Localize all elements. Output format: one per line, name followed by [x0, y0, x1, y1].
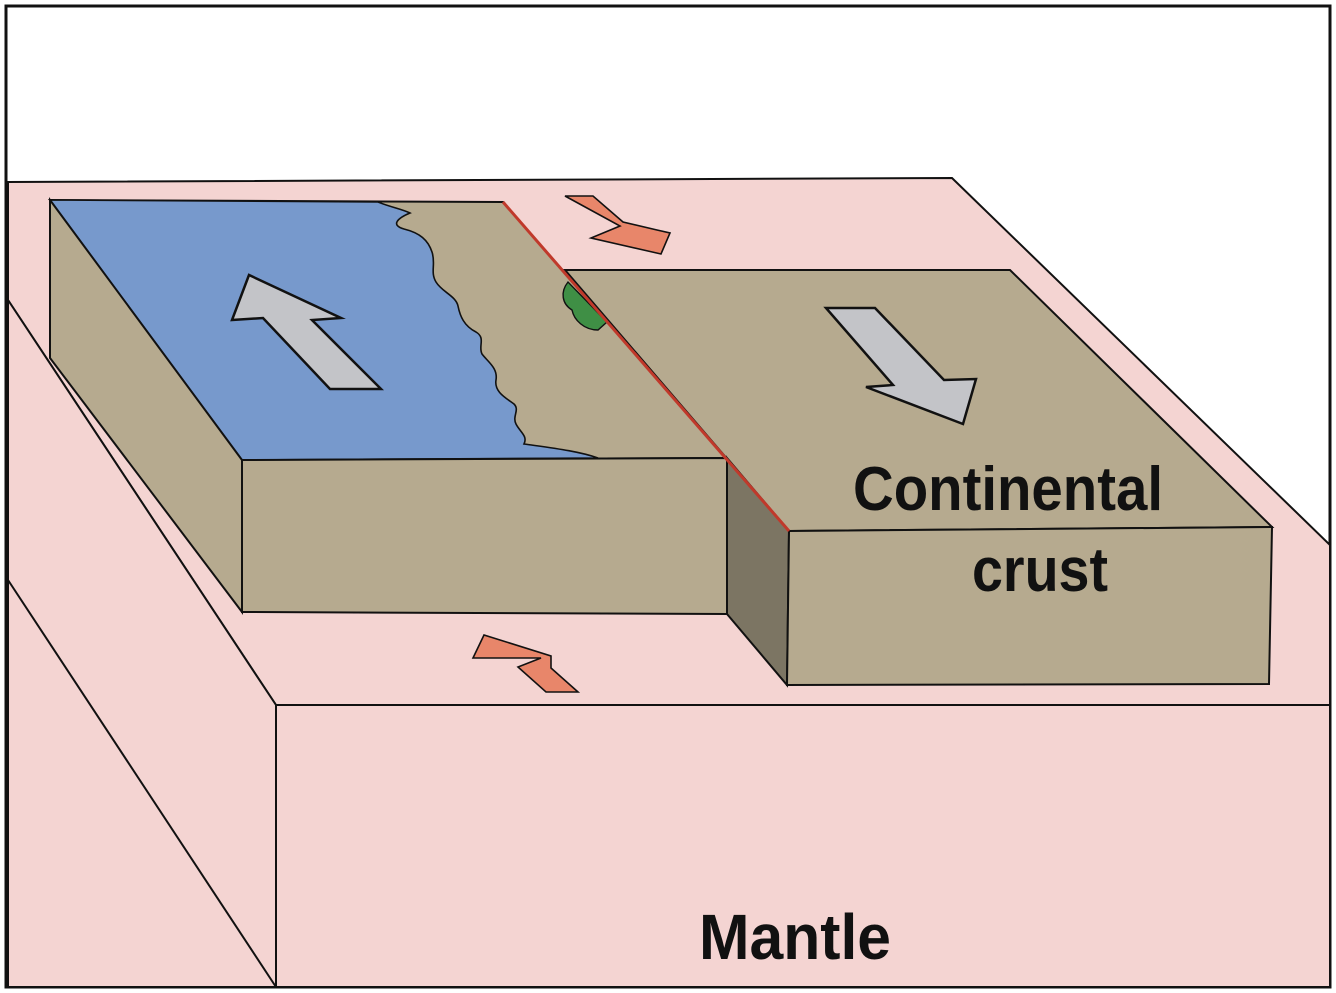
plate-motion-arrow-northwest [230, 273, 385, 391]
ocean-water [48, 199, 599, 461]
mantle-left-edge [7, 579, 277, 988]
right-crust-front-face [785, 525, 1274, 687]
fault-line [501, 201, 791, 532]
relative-motion-arrow-southeast [564, 195, 672, 255]
plate-motion-arrow-southeast [823, 306, 978, 426]
continental-crust-label-line2: crust [972, 536, 1108, 605]
mantle-front-face [275, 704, 1331, 988]
relative-motion-arrow-northwest [471, 634, 581, 693]
left-crust-front-face [241, 456, 728, 616]
mantle-label: Mantle [699, 901, 891, 973]
vegetation-patch [562, 280, 609, 331]
continental-crust-label-line1: Continental [853, 455, 1163, 524]
